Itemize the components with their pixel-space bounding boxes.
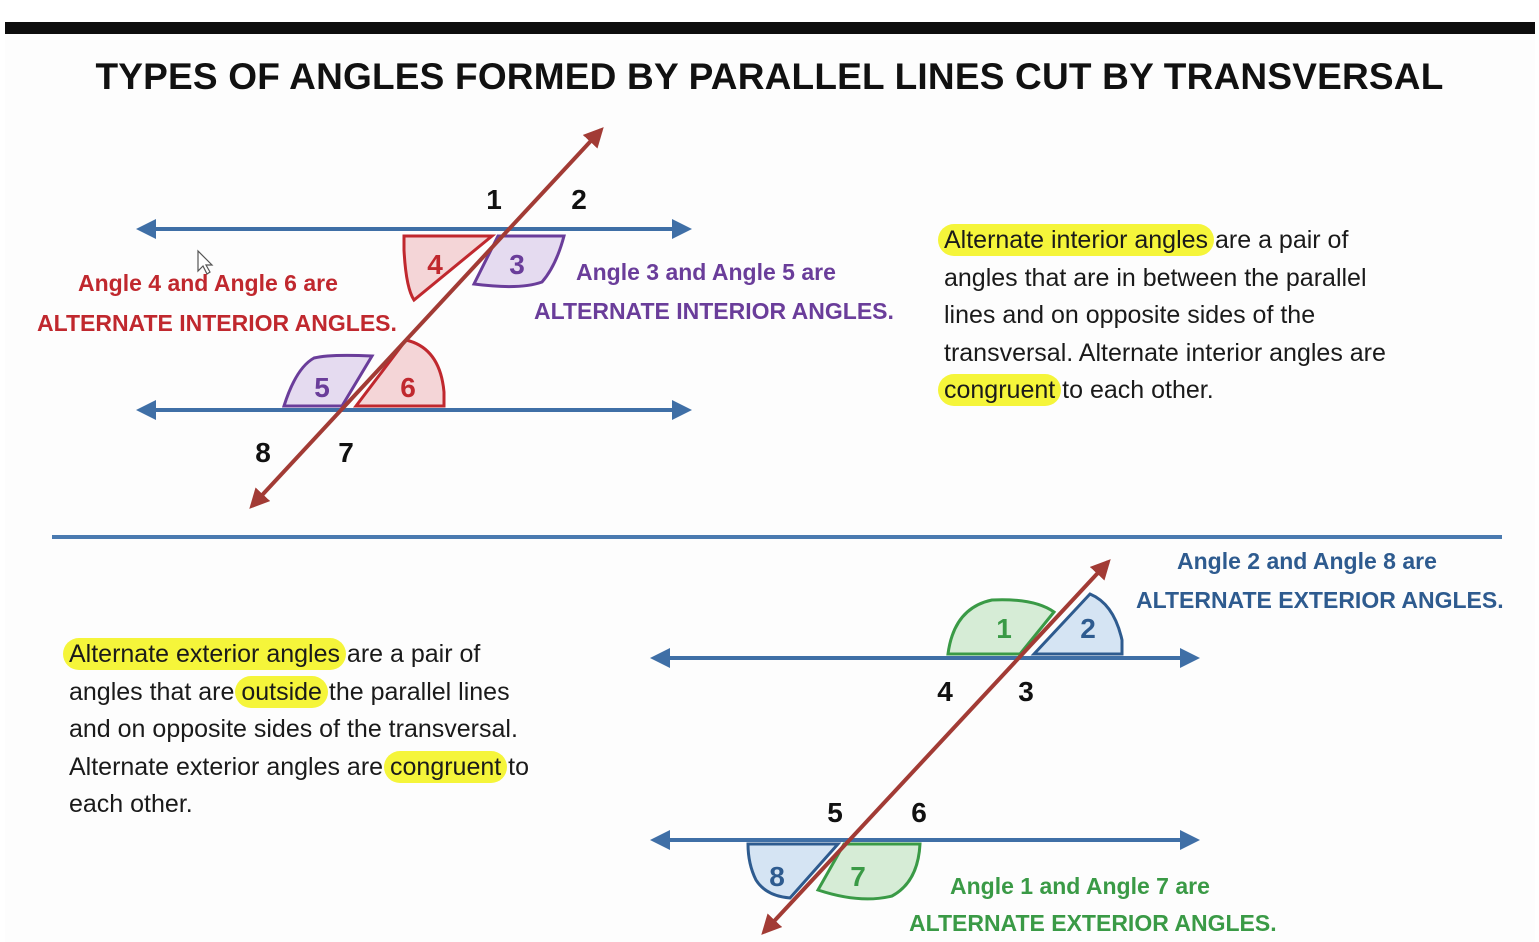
highlight-interior-term: Alternate interior angles [938,224,1215,256]
bottom-transversal [761,559,1111,935]
mouse-cursor-icon [197,249,214,275]
green-caption-line-1: Angle 1 and Angle 7 are [950,873,1210,899]
top-number-3: 3 [509,249,525,280]
exterior-line-2-pre: angles that are [69,677,242,706]
exterior-line-4-pre: Alternate exterior angles are [69,752,391,781]
highlight-exterior-term: Alternate exterior angles [63,638,346,670]
exterior-line-2-rest: the parallel lines [321,677,510,706]
top-number-5: 5 [314,372,330,403]
exterior-definition: Alternate exterior angles are a pair of … [63,636,530,824]
top-transversal [249,127,604,509]
exterior-line-4-rest: to [501,752,530,781]
exterior-line-3: and on opposite sides of the transversal… [69,715,518,743]
highlight-exterior-congruent: congruent [384,750,508,783]
top-number-4: 4 [427,249,443,280]
bottom-number-4: 4 [937,676,953,707]
purple-caption-line-1: Angle 3 and Angle 5 are [576,259,836,285]
exterior-line-5: each other. [69,790,193,818]
blue-caption-line-2: ALTERNATE EXTERIOR ANGLES. [1136,587,1504,613]
top-number-7: 7 [338,437,354,468]
top-number-2: 2 [571,184,587,215]
top-number-1: 1 [486,184,502,215]
interior-definition: Alternate interior angles are a pair of … [938,222,1386,410]
exterior-line-1-rest: are a pair of [339,640,481,668]
angle-4-shape [402,234,497,303]
purple-caption-line-2: ALTERNATE INTERIOR ANGLES. [534,298,894,324]
highlight-outside: outside [235,675,328,708]
angle-7-shape [815,842,922,901]
bottom-number-1: 1 [996,613,1012,644]
top-number-8: 8 [255,437,271,468]
bottom-number-6: 6 [911,797,927,828]
bottom-number-7: 7 [850,861,866,892]
bottom-number-8: 8 [769,861,785,892]
red-caption-line-1: Angle 4 and Angle 6 are [78,270,338,296]
blue-caption-line-1: Angle 2 and Angle 8 are [1177,548,1437,574]
bottom-number-2: 2 [1080,613,1096,644]
bottom-number-5: 5 [827,797,843,828]
green-caption-line-2: ALTERNATE EXTERIOR ANGLES. [909,910,1277,936]
page-title: TYPES OF ANGLES FORMED BY PARALLEL LINES… [95,56,1444,97]
highlight-interior-congruent: congruent [938,374,1062,406]
interior-line-2: angles that are in between the parallel [944,263,1367,292]
interior-line-4: transversal. Alternate interior angles a… [944,338,1386,367]
bottom-number-3: 3 [1018,676,1034,707]
angle-2-shape [1030,592,1124,656]
interior-line-5-rest: to each other. [1055,376,1214,404]
interior-line-1-rest: are a pair of [1208,226,1349,254]
top-dark-bar [5,22,1535,34]
red-caption-line-2: ALTERNATE INTERIOR ANGLES. [37,310,397,336]
interior-line-3: lines and on opposite sides of the [944,301,1316,329]
top-number-6: 6 [400,372,416,403]
